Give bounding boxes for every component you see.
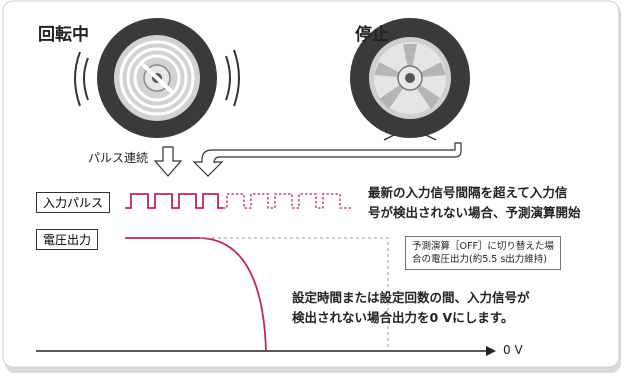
- voltage-output-line: [125, 237, 267, 351]
- zero-output-line2: 検出されない場合出力を0 Vにします。: [292, 310, 514, 325]
- stopped-tire-icon: [350, 18, 470, 141]
- voltage-output-label: 電圧出力: [36, 229, 99, 250]
- zero-output-message: 設定時間または設定回数の間、入力信号が 検出されない場合出力を0 Vにします。: [292, 288, 530, 328]
- axis-arrow-icon: [486, 346, 496, 356]
- curved-arrow-icon: [192, 142, 462, 177]
- prediction-start-line2: 号が検出されない場合、予測演算開始: [368, 205, 581, 220]
- prediction-start-line1: 最新の入力信号間隔を超えて入力信: [368, 185, 568, 200]
- off-case-note-line1: 予測演算［OFF］に切り替えた場: [412, 241, 554, 252]
- input-pulse-solid: [125, 193, 223, 209]
- stopped-title: 停止: [355, 25, 389, 45]
- off-case-note-line2: 合の電圧出力(約5.5 s出力維持): [412, 254, 547, 265]
- off-case-dashed-line: [200, 237, 389, 350]
- down-arrow-icon: [153, 146, 183, 177]
- pulse-continuous-label: パルス連続: [88, 151, 149, 165]
- prediction-start-message: 最新の入力信号間隔を超えて入力信 号が検出されない場合、予測演算開始: [368, 183, 581, 223]
- input-pulse-missing: [223, 193, 352, 209]
- spinning-tire-icon: [74, 18, 240, 138]
- zero-volt-label: 0 V: [503, 343, 523, 357]
- rotating-title: 回転中: [38, 25, 89, 45]
- input-pulse-label: 入力パルス: [36, 192, 111, 213]
- zero-output-line1: 設定時間または設定回数の間、入力信号が: [292, 290, 530, 305]
- off-case-note: 予測演算［OFF］に切り替えた場 合の電圧出力(約5.5 s出力維持): [405, 236, 561, 270]
